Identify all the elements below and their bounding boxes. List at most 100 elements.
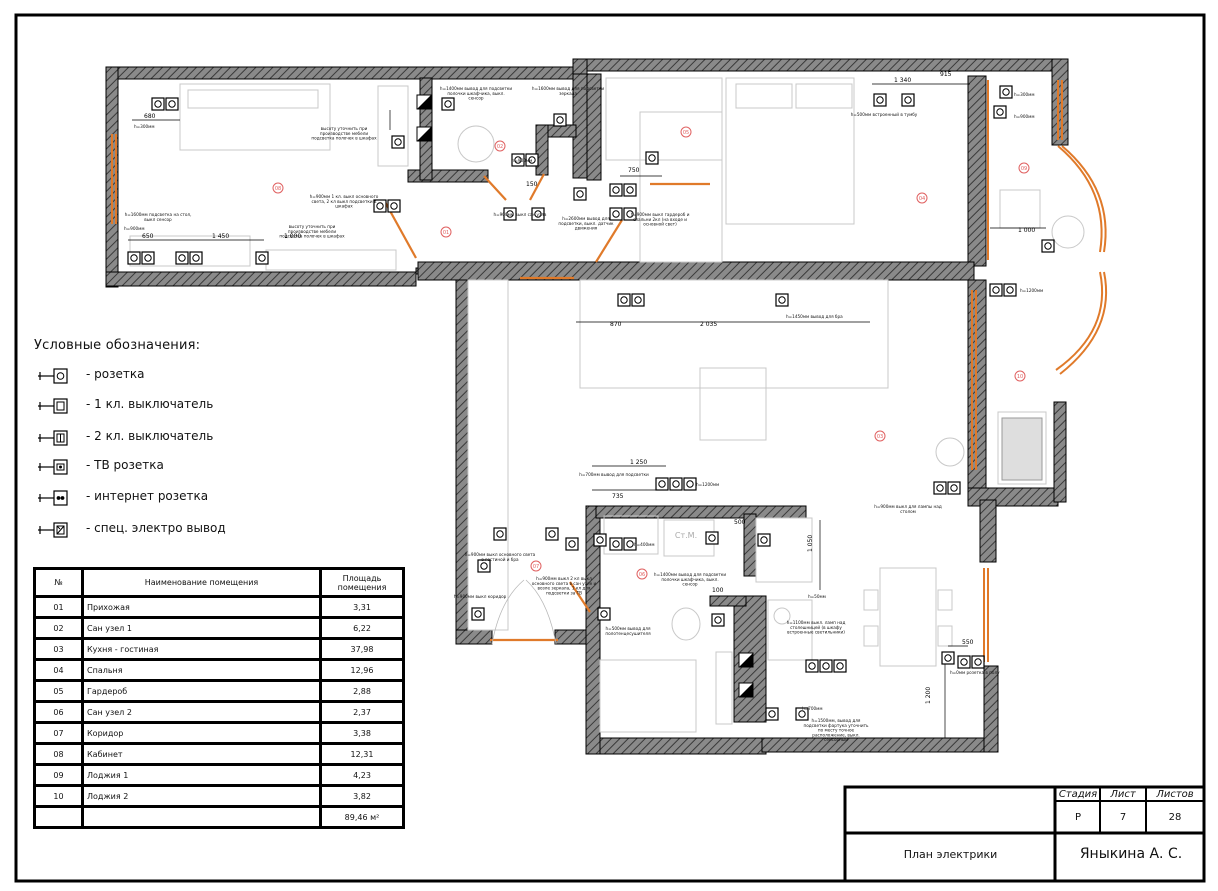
dimension-label: 680 <box>144 113 156 120</box>
room-name-cell: Лоджия 1 <box>81 763 322 787</box>
plan-note: h=700мм вывод для подсветки <box>579 472 649 477</box>
room-num-cell: 08 <box>33 742 84 766</box>
socket-icon <box>609 183 637 197</box>
socket-icon <box>933 481 961 495</box>
socket-icon <box>573 187 587 201</box>
plan-note: h=900мм <box>512 158 532 163</box>
room-marker-circle <box>494 140 506 152</box>
socket-icon <box>545 527 559 541</box>
title-block <box>843 785 1206 883</box>
room-marker: 02 <box>497 144 503 150</box>
room-name-cell: Коридор <box>81 721 322 745</box>
room-area-cell: 2,37 <box>319 700 405 724</box>
special-outlet-icon <box>739 653 753 667</box>
plan-note: h=400мм <box>634 542 654 547</box>
room-area-cell: 6,22 <box>319 616 405 640</box>
plan-note: h=300мм <box>134 124 154 129</box>
dimension-label: 1 250 <box>630 459 647 466</box>
plan-note: h=900мм выкл сан узла <box>493 212 546 217</box>
dimension-label: 915 <box>940 71 952 78</box>
rooms-table-total-spacer <box>81 805 322 829</box>
stamp-author: Яныкина А. С. <box>1079 846 1183 862</box>
room-name-cell: Сан узел 1 <box>81 616 322 640</box>
room-area-cell: 37,98 <box>319 637 405 661</box>
socket-icon <box>471 607 485 621</box>
plan-note: h=700мм <box>802 706 822 711</box>
dimension-label: 1 050 <box>807 535 814 552</box>
special-outlet-icon <box>739 683 753 697</box>
special-outlet-icon <box>38 522 68 538</box>
socket-icon <box>873 93 887 107</box>
room-name-cell: Сан узел 2 <box>81 700 322 724</box>
plan-note: h=1450мм вывод для бра <box>786 314 843 319</box>
socket-icon <box>175 251 203 265</box>
socket-icon <box>765 707 779 721</box>
socket-icon <box>593 533 607 547</box>
socket-icon <box>565 537 579 551</box>
socket-icon <box>775 293 789 307</box>
room-marker-circle <box>272 182 284 194</box>
switch-2-key-icon <box>38 430 68 446</box>
socket-icon <box>391 135 405 149</box>
special-outlet-icon <box>417 127 431 141</box>
special-outlet-icon <box>417 95 431 109</box>
dimension-label: 1 450 <box>212 233 229 240</box>
sheet-frame <box>14 13 1206 883</box>
doors <box>383 173 710 642</box>
room-marker: 07 <box>533 564 539 570</box>
socket-icon <box>151 97 179 111</box>
room-num-cell: 07 <box>33 721 84 745</box>
room-marker-circle <box>636 568 648 580</box>
room-marker-circle <box>680 126 692 138</box>
room-name-cell: Гардероб <box>81 679 322 703</box>
door-swings <box>491 579 557 645</box>
socket-icon <box>989 283 1003 297</box>
room-num-cell: 10 <box>33 784 84 808</box>
tv-socket-icon <box>38 459 68 475</box>
room-name-cell: Спальня <box>81 658 322 682</box>
socket-icon <box>993 105 1007 119</box>
socket-icon <box>38 368 68 384</box>
room-name-cell: Прихожая <box>81 595 322 619</box>
dimension-label: 550 <box>962 639 974 646</box>
socket-icon <box>553 113 567 127</box>
socket-icon <box>127 251 155 265</box>
dimension-label: 500 <box>734 519 746 526</box>
socket-icon <box>957 655 985 669</box>
socket-icon <box>805 659 847 673</box>
stamp-sheets-label: Листов <box>1156 789 1194 800</box>
plan-note: Ст.М. <box>675 531 697 540</box>
dimension-label: 100 <box>712 587 724 594</box>
legend-label: - ТВ розетка <box>86 458 164 472</box>
stamp-sheets: 28 <box>1168 812 1182 823</box>
socket-icon <box>441 97 455 111</box>
plan-note: h=1600мм подсветка на стол,выкл сенсор <box>125 212 192 222</box>
room-area-cell: 3,38 <box>319 721 405 745</box>
plan-note: h=300мм <box>1014 92 1034 97</box>
room-area-cell: 3,31 <box>319 595 405 619</box>
stamp-stage-label: Стадия <box>1058 789 1098 800</box>
room-num-cell: 01 <box>33 595 84 619</box>
room-num-cell: 09 <box>33 763 84 787</box>
dimension-label: 1 000 <box>1018 227 1035 234</box>
room-marker: 06 <box>639 572 645 578</box>
room-marker: 09 <box>1021 166 1027 172</box>
stamp-stage: Р <box>1074 812 1082 823</box>
room-marker: 10 <box>1017 374 1023 380</box>
room-marker-circle <box>1018 162 1030 174</box>
room-area-cell: 3,82 <box>319 784 405 808</box>
walls <box>105 58 1069 755</box>
